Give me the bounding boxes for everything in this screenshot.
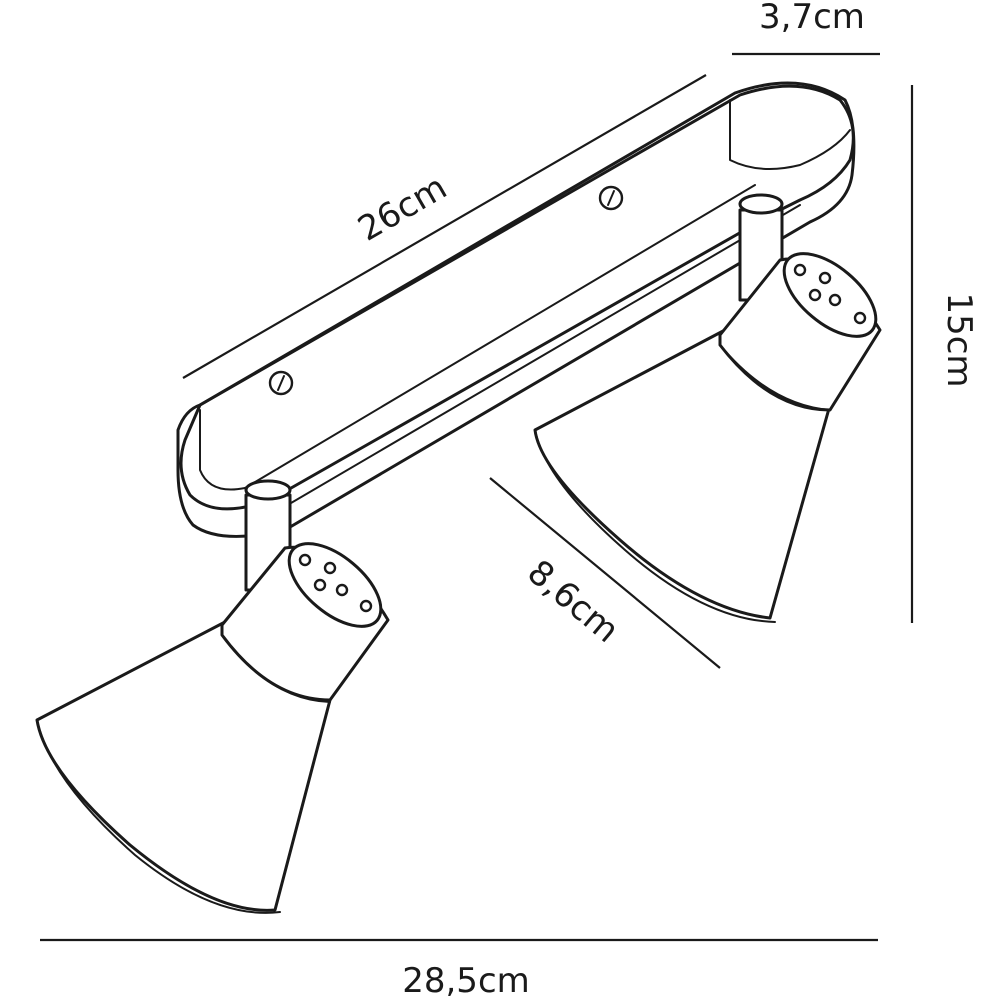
screw-left [268,370,294,396]
total-width-label: 28,5cm [402,961,530,1000]
screw-right [598,185,624,211]
ceiling-plate [176,81,856,538]
plate-length-label: 26cm [351,167,453,249]
spotlight-left [35,479,390,914]
plate-depth-label: 3,7cm [759,0,865,37]
spotlight-right [533,193,882,623]
shade-length-dimension-line [489,477,721,669]
height-label: 15cm [939,292,979,387]
shade-length-label: 8,6cm [520,552,627,651]
plate-length-dimension-line [182,74,707,379]
